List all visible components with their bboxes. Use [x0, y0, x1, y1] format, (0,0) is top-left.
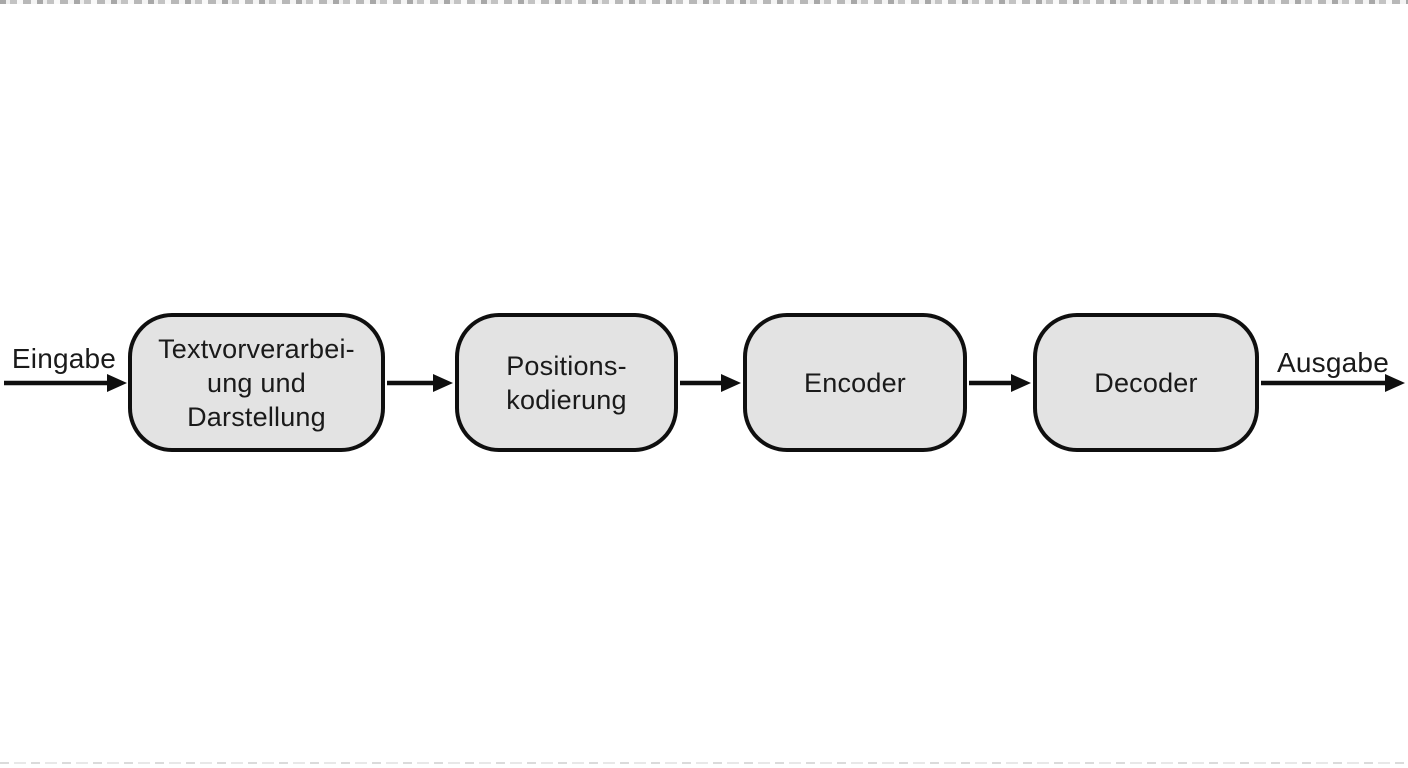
arrow-positional-to-encoder — [680, 374, 741, 392]
arrowhead-icon — [433, 374, 453, 392]
arrowhead-icon — [107, 374, 127, 392]
arrow-input — [4, 374, 127, 392]
node-label-line: Positions- — [506, 350, 627, 381]
arrowhead-icon — [721, 374, 741, 392]
node-text-preprocessing-label: Textvorverarbei- ung und Darstellung — [158, 332, 355, 434]
arrow-encoder-to-decoder — [969, 374, 1031, 392]
node-encoder-label: Encoder — [804, 367, 906, 398]
output-label: Ausgabe — [1277, 347, 1389, 378]
node-label-line: kodierung — [506, 384, 627, 415]
node-decoder: Decoder — [1033, 313, 1259, 452]
node-label-line: Textvorverarbei- — [158, 333, 355, 364]
scan-edge-artifact-bottom — [0, 762, 1408, 764]
node-positional-encoding: Positions- kodierung — [455, 313, 678, 452]
arrowhead-icon — [1011, 374, 1031, 392]
input-label: Eingabe — [11, 343, 117, 374]
scan-edge-artifact-top — [0, 0, 1408, 4]
node-label-line: ung und — [206, 367, 306, 398]
node-encoder: Encoder — [743, 313, 967, 452]
node-text-preprocessing: Textvorverarbei- ung und Darstellung — [128, 313, 385, 452]
arrow-preprocessing-to-positional — [387, 374, 453, 392]
node-label-line: Darstellung — [187, 401, 326, 432]
node-positional-encoding-label: Positions- kodierung — [506, 349, 627, 417]
node-decoder-label: Decoder — [1094, 367, 1198, 398]
